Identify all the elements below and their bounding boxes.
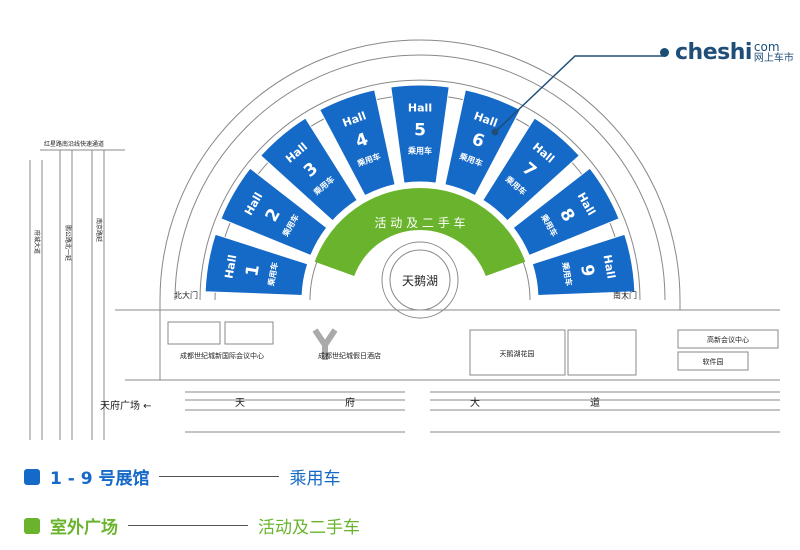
- hall-9-label: Hall: [601, 254, 618, 280]
- legend-green-swatch: [24, 517, 40, 534]
- logo-com: com: [753, 39, 780, 54]
- logo-sub: 网上车市: [753, 52, 794, 64]
- hall-9-shape[interactable]: [531, 233, 636, 296]
- tianfu-square-label: 天府广场 ←: [100, 399, 152, 412]
- hall-5-number: 5: [414, 121, 426, 141]
- hall-8-shape[interactable]: [512, 167, 620, 257]
- gaoxin-center-label: 高新会议中心: [707, 335, 749, 344]
- hall-5-sub: 乘用车: [407, 146, 432, 156]
- outdoor-plaza-shape[interactable]: [314, 188, 526, 277]
- lake-label: 天鹅湖: [402, 273, 438, 288]
- hall-7-shape[interactable]: [482, 117, 580, 222]
- legend-halls-line: [159, 476, 280, 477]
- nanjing-road-label: 南京路延: [95, 218, 103, 242]
- holiday-hotel-label: 成都世纪城假日酒店: [318, 351, 381, 360]
- hall-3-shape[interactable]: [260, 117, 358, 222]
- pengzhou-road-label: 鹏公路北一延: [64, 225, 72, 261]
- legend-halls: 1 - 9 号展馆 乘用车: [24, 464, 340, 489]
- hall-1-number: 1: [242, 263, 264, 278]
- tianfu-avenue-char-2: 府: [345, 396, 355, 409]
- tianfu-avenue-char-3: 大: [470, 396, 480, 409]
- logo-dot-icon: [660, 48, 669, 57]
- legend-halls-title: 1 - 9 号展馆: [50, 469, 150, 489]
- tianfu-avenue-char-1: 天: [235, 398, 245, 409]
- hall-1-label: Hall: [222, 254, 239, 280]
- tianfu-avenue-char-4: 道: [590, 396, 600, 409]
- hall-5-label: Hall: [408, 102, 432, 115]
- logo-main: cheshi: [675, 40, 752, 65]
- fucheng-road-label: 府城大道: [33, 230, 41, 254]
- swan-garden-label: 天鹅湖花园: [500, 349, 535, 358]
- outdoor-plaza-label: 活 动 及 二 手 车: [374, 215, 465, 230]
- south-gate-label: 南大门: [613, 290, 637, 300]
- hall-5-shape[interactable]: [390, 84, 450, 184]
- legend-outdoor: 室外广场 活动及二手车: [24, 513, 360, 538]
- legend-outdoor-title: 室外广场: [50, 518, 118, 538]
- outdoor-plaza[interactable]: 活 动 及 二 手 车: [314, 188, 526, 277]
- legend-outdoor-desc: 活动及二手车: [258, 518, 360, 538]
- conference-center-label: 成都世纪城新国际会议中心: [180, 351, 264, 360]
- hall-5[interactable]: Hall 5 乘用车: [390, 84, 450, 184]
- north-gate-label: 北大门: [174, 290, 198, 300]
- hongxing-road-label: 红星路南沿线快速通道: [44, 140, 104, 148]
- legend-blue-swatch: [24, 468, 40, 485]
- hall-4-shape[interactable]: [319, 89, 396, 197]
- hall-6-shape[interactable]: [444, 89, 521, 197]
- hall-9-number: 9: [576, 263, 598, 278]
- hall-1-shape[interactable]: [204, 233, 309, 296]
- hall-2-shape[interactable]: [220, 167, 328, 257]
- cheshi-logo[interactable]: cheshi com 网上车市: [660, 40, 794, 65]
- hall-1-sub: 乘用车: [266, 261, 280, 287]
- software-park-label: 软件园: [703, 357, 724, 366]
- legend-outdoor-line: [128, 525, 248, 526]
- hall-9-sub: 乘用车: [560, 260, 574, 286]
- legend-halls-desc: 乘用车: [289, 469, 341, 489]
